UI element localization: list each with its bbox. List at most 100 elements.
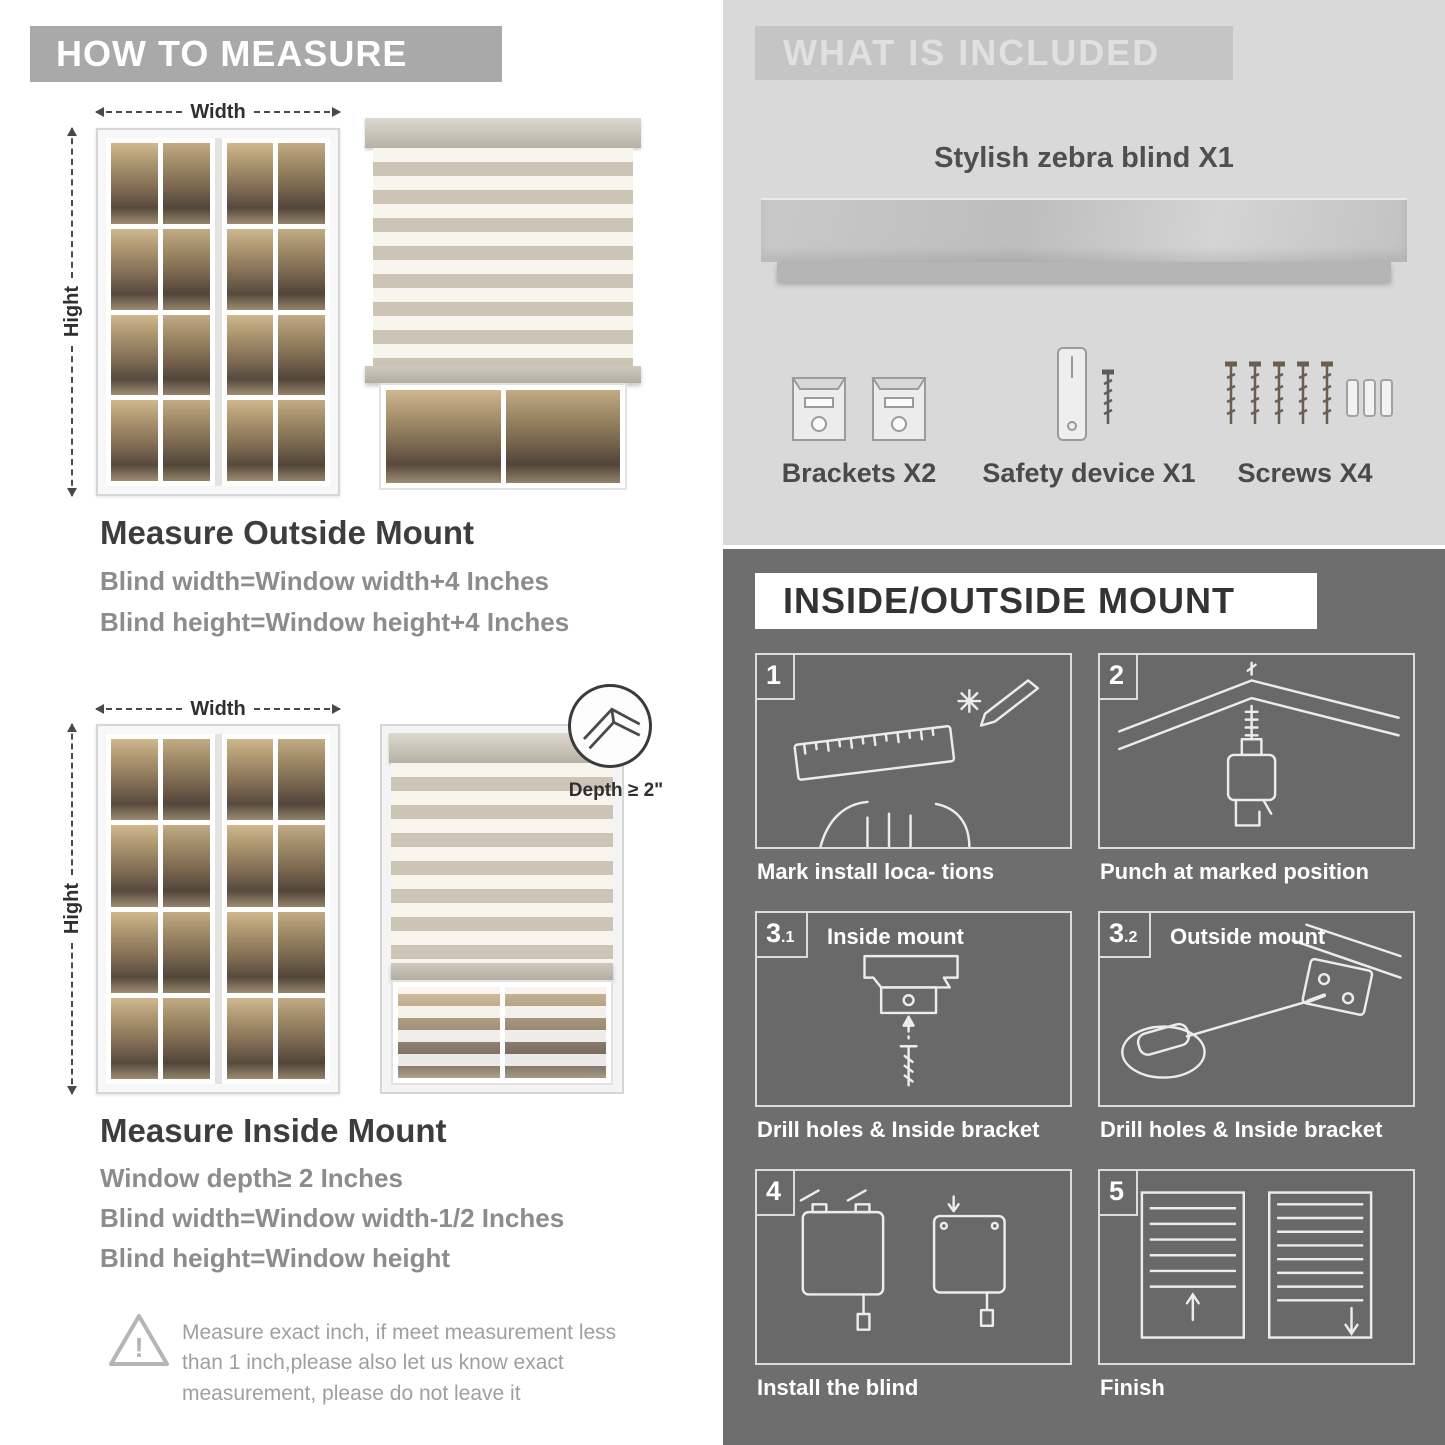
outside-width-label: Width — [190, 100, 246, 123]
corner-detail-icon — [582, 707, 641, 750]
mount-steps-section: INSIDE/OUTSIDE MOUNT 1 — [723, 549, 1445, 1445]
depth-callout-icon — [568, 684, 652, 768]
step-3-2-title: Outside mount — [1170, 924, 1326, 949]
safety-device-icon — [1057, 347, 1114, 441]
step-4-panel: 4 — [755, 1169, 1072, 1365]
depth-label: Depth ≥ 2" — [568, 780, 664, 801]
outside-rule-width: Blind width=Window width+4 Inches — [100, 566, 549, 596]
zebra-blind-inside-illustration — [380, 724, 624, 1094]
step-5-panel: 5 — [1098, 1169, 1415, 1365]
outside-mount-title: Measure Outside Mount — [100, 514, 475, 551]
measurement-warning-text: Measure exact inch, if meet measurement … — [182, 1321, 617, 1405]
inside-rule-width: Blind width=Window width-1/2 Inches — [100, 1203, 565, 1233]
height-arrow-top — [67, 722, 77, 876]
outside-window-illustration — [96, 128, 340, 496]
what-is-included-banner: WHAT IS INCLUDED — [755, 26, 1233, 80]
window-sash-right — [221, 138, 330, 486]
blind-headrail-lip — [777, 262, 1391, 282]
width-arrow-right — [253, 107, 342, 117]
included-item-brackets: Brackets X2 — [749, 328, 969, 489]
inside-width-label: Width — [190, 697, 246, 720]
window-sashes — [106, 734, 330, 1084]
step-5: 5 Finish — [1098, 1169, 1415, 1427]
outside-width-dimension: Width — [94, 100, 342, 124]
height-arrow-top — [67, 126, 77, 279]
window-peek — [379, 383, 627, 490]
bracket-icon — [791, 377, 847, 441]
step-4-caption: Install the blind — [757, 1375, 919, 1400]
blind-bottomrail — [391, 963, 613, 980]
height-arrow-bottom — [67, 345, 77, 498]
height-arrow-bottom — [67, 942, 77, 1096]
step-3-2-number: 3.2 — [1100, 913, 1152, 958]
step-2-caption: Punch at marked position — [1100, 859, 1369, 884]
step-1-panel: 1 — [755, 653, 1072, 849]
blind-stripes — [391, 763, 613, 963]
width-arrow-left — [94, 107, 183, 117]
step-1-caption: Mark install loca- tions — [757, 859, 995, 884]
svg-text:!: ! — [134, 1332, 143, 1363]
step-2: 2 Punch at marked position — [1098, 653, 1415, 911]
window-sash-right — [221, 734, 330, 1084]
mark-location-illustration — [793, 679, 1040, 847]
step-5-number: 5 — [1100, 1171, 1139, 1216]
step-5-caption: Finish — [1100, 1375, 1165, 1400]
inside-window-illustration — [96, 724, 340, 1094]
step-3-2-panel: 3.2 Outside mount — [1098, 911, 1415, 1107]
inside-rule-depth: Window depth≥ 2 Inches — [100, 1163, 403, 1193]
step-3-2: 3.2 Outside mount — [1098, 911, 1415, 1169]
outside-bracket-illustration — [1121, 923, 1402, 1079]
bracket-icon — [871, 377, 927, 441]
safety-device-label: Safety device X1 — [982, 458, 1196, 488]
blind-bottomrail — [365, 366, 641, 383]
window-peek — [391, 980, 613, 1085]
inside-rule-height: Blind height=Window height — [100, 1243, 450, 1273]
outside-height-label: Hight — [60, 286, 83, 338]
drill-illustration — [1118, 661, 1400, 827]
step-3-1-panel: 3.1 Inside mount — [755, 911, 1072, 1107]
inside-mount-title: Measure Inside Mount — [100, 1112, 447, 1149]
included-item-screws: Screws X4 — [1185, 328, 1425, 489]
step-3-1-number: 3.1 — [757, 913, 809, 958]
window-sash-left — [106, 138, 215, 486]
mount-steps-grid: 1 Mark install loca- tions — [755, 653, 1415, 1427]
screws-label: Screws X4 — [1237, 458, 1373, 488]
step-4-number: 4 — [757, 1171, 796, 1216]
outside-height-dimension: Hight — [60, 126, 84, 498]
window-sash-left — [106, 734, 215, 1084]
blind-headrail-illustration — [761, 198, 1407, 262]
warning-triangle-icon: ! — [106, 1310, 172, 1377]
inside-height-dimension: Hight — [60, 722, 84, 1096]
step-3-2-caption: Drill holes & Inside bracket — [1100, 1117, 1383, 1142]
what-is-included-title: WHAT IS INCLUDED — [783, 32, 1161, 73]
brackets-label: Brackets X2 — [781, 458, 937, 488]
step-3-1-title: Inside mount — [827, 924, 964, 949]
width-arrow-left — [94, 704, 183, 714]
window-sashes — [106, 138, 330, 486]
width-arrow-right — [253, 704, 342, 714]
step-2-number: 2 — [1100, 655, 1139, 700]
mount-title: INSIDE/OUTSIDE MOUNT — [783, 580, 1236, 621]
zebra-blind-outside-illustration — [365, 118, 641, 490]
blind-stripes — [373, 148, 633, 366]
blind-headrail — [365, 118, 641, 148]
finish-illustration — [1140, 1191, 1373, 1339]
outside-rule-height: Blind height=Window height+4 Inches — [100, 607, 570, 637]
included-blind-label: Stylish zebra blind X1 — [934, 142, 1234, 174]
inside-bracket-illustration — [863, 954, 959, 1087]
step-3-1-caption: Drill holes & Inside bracket — [757, 1117, 1040, 1142]
included-item-safety-device: Safety device X1 — [979, 328, 1199, 489]
what-is-included-section: WHAT IS INCLUDED Stylish zebra blind X1 … — [723, 0, 1445, 545]
mount-banner: INSIDE/OUTSIDE MOUNT — [755, 573, 1317, 629]
screws-icon — [1225, 361, 1393, 424]
install-blind-illustration — [799, 1189, 1006, 1331]
step-1: 1 Mark install loca- tions — [755, 653, 1072, 911]
how-to-measure-banner: HOW TO MEASURE — [30, 26, 502, 82]
step-4: 4 Install the blind — [755, 1169, 1072, 1427]
step-1-number: 1 — [757, 655, 796, 700]
inside-width-dimension: Width — [94, 697, 342, 721]
how-to-measure-title: HOW TO MEASURE — [56, 33, 408, 74]
step-3-1: 3.1 Inside mount Drill holes & Inside br… — [755, 911, 1072, 1169]
inside-height-label: Hight — [60, 883, 83, 935]
step-2-panel: 2 — [1098, 653, 1415, 849]
